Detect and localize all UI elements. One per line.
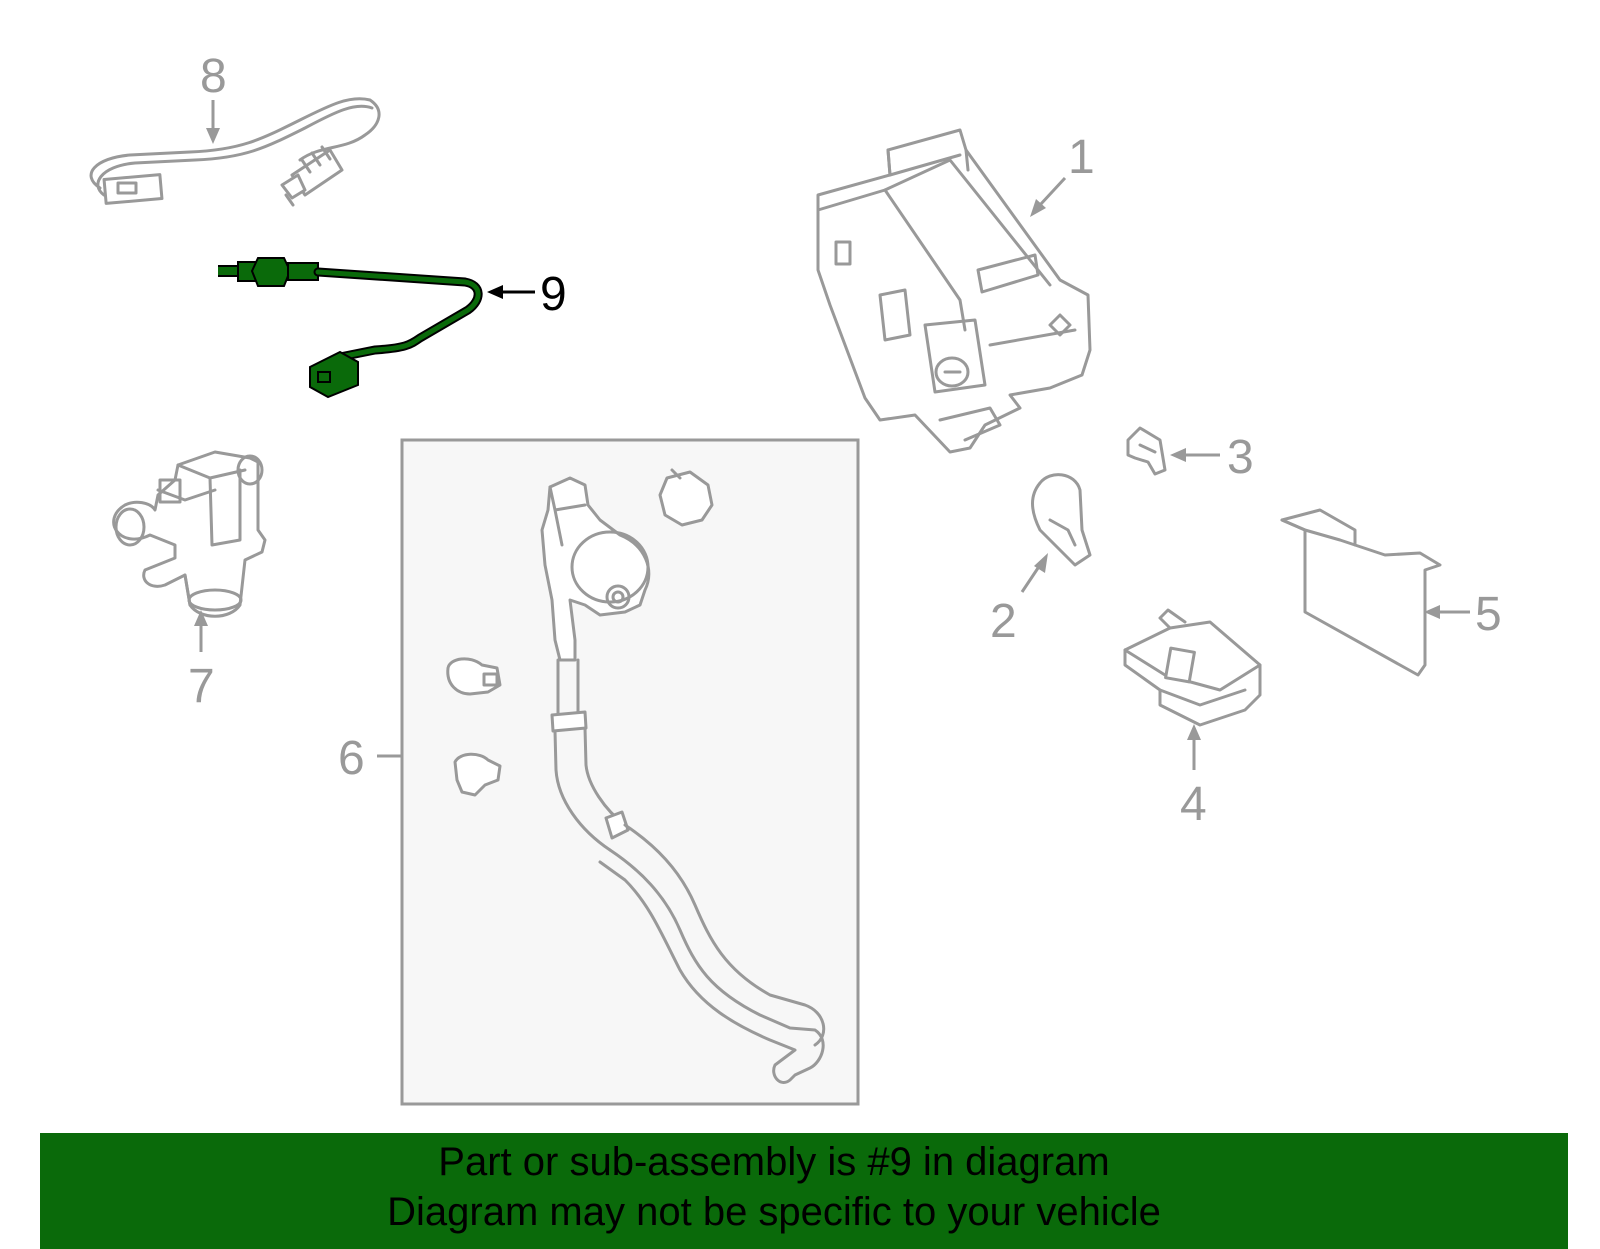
part-6-hose-assembly[interactable] bbox=[446, 468, 826, 1084]
callout-5: 5 bbox=[1475, 588, 1502, 641]
callout-6: 6 bbox=[338, 732, 365, 785]
part-7-vacuum-valve[interactable] bbox=[112, 450, 267, 618]
part-3-clip[interactable] bbox=[1126, 426, 1167, 476]
callout-9: 9 bbox=[540, 268, 567, 321]
part-8-oxygen-sensor[interactable] bbox=[89, 97, 381, 207]
banner-line-1: Part or sub-assembly is #9 in diagram bbox=[438, 1140, 1110, 1184]
part-1-charcoal-canister[interactable] bbox=[816, 128, 1092, 454]
part-4-module[interactable] bbox=[1123, 608, 1262, 727]
leaders bbox=[194, 100, 1470, 770]
banner-line-2: Diagram may not be specific to your vehi… bbox=[387, 1190, 1161, 1234]
part-5-bracket[interactable] bbox=[1280, 508, 1442, 677]
callout-2: 2 bbox=[990, 595, 1017, 648]
callout-1: 1 bbox=[1068, 131, 1095, 184]
callout-7: 7 bbox=[188, 660, 215, 713]
part-2-clip[interactable] bbox=[1031, 473, 1092, 567]
info-banner: Part or sub-assembly is #9 in diagram Di… bbox=[40, 1133, 1568, 1249]
callout-8: 8 bbox=[200, 50, 227, 103]
callout-4: 4 bbox=[1180, 778, 1207, 831]
callout-3: 3 bbox=[1227, 431, 1254, 484]
part-9-oxygen-sensor-highlighted[interactable] bbox=[218, 257, 483, 399]
